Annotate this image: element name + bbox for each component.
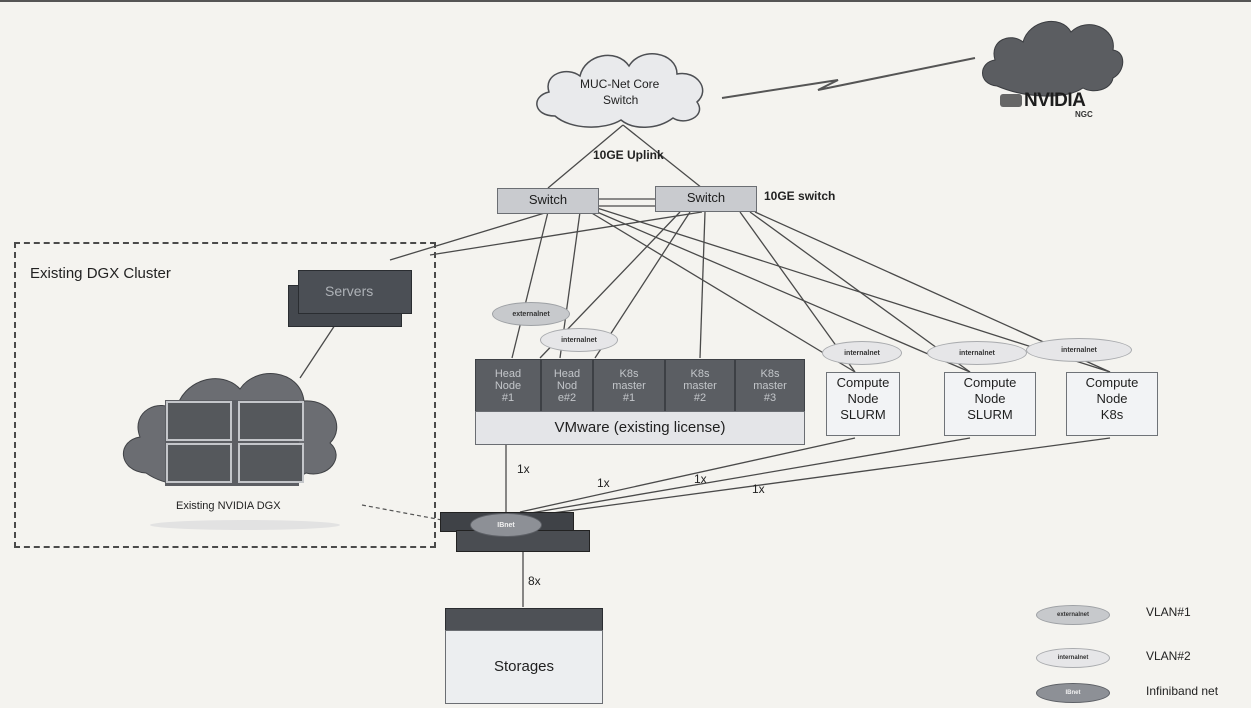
externalnet-tag: externalnet — [492, 302, 570, 326]
dgx-label: Existing NVIDIA DGX — [176, 500, 281, 512]
nvidia-eye-logo-icon — [1000, 94, 1022, 107]
internalnet-tag-c1: internalnet — [822, 341, 902, 365]
dgx-unit-2 — [238, 401, 304, 441]
link-count-c2: 1x — [694, 472, 707, 486]
nvidia-ngc-cloud-icon — [982, 21, 1124, 97]
core-switch-cloud-icon — [536, 53, 704, 128]
ngc-label: NGC — [1075, 110, 1093, 119]
link-count-storage: 8x — [528, 574, 541, 588]
legend-ibnet-swatch: IBnet — [1036, 683, 1110, 703]
internalnet-tag-c2: internalnet — [927, 341, 1027, 365]
servers-label: Servers — [325, 283, 374, 299]
core-switch-label-2: Switch — [603, 93, 639, 107]
dgx-unit-1 — [166, 401, 232, 441]
link-count-vm: 1x — [517, 462, 530, 476]
cluster-title: Existing DGX Cluster — [30, 265, 171, 282]
vmware-layer: VMware (existing license) — [475, 411, 805, 445]
switch-type-label: 10GE switch — [764, 189, 836, 203]
existing-dgx-cluster-boundary — [14, 242, 436, 548]
internalnet-tag-vm: internalnet — [540, 328, 618, 352]
legend-vlan1-label: VLAN#1 — [1146, 605, 1191, 619]
switch-right: Switch — [655, 186, 757, 212]
legend-infiniband-label: Infiniband net — [1146, 684, 1219, 698]
storage-box: Storages — [445, 630, 603, 704]
dgx-cloud-icon — [123, 373, 338, 486]
dgx-unit-3 — [166, 443, 232, 483]
dgx-unit-4 — [238, 443, 304, 483]
ibnet-tag: IBnet — [470, 513, 542, 537]
legend-vlan2-label: VLAN#2 — [1146, 649, 1191, 663]
switch-left: Switch — [497, 188, 599, 214]
top-border-line — [0, 0, 1251, 2]
dgx-shadow — [150, 520, 340, 530]
legend-externalnet-swatch: externalnet — [1036, 605, 1110, 625]
link-count-c3: 1x — [752, 482, 765, 496]
internalnet-tag-c3: internalnet — [1026, 338, 1132, 362]
link-count-c1: 1x — [597, 476, 610, 490]
storage-array-icon — [445, 608, 603, 632]
servers-stack-front — [298, 270, 412, 314]
legend-internalnet-swatch: internalnet — [1036, 648, 1110, 668]
nvidia-brand-label: NVIDIA — [1024, 90, 1086, 111]
uplink-label: 10GE Uplink — [593, 148, 664, 162]
core-switch-label-1: MUC-Net Core — [580, 77, 660, 91]
